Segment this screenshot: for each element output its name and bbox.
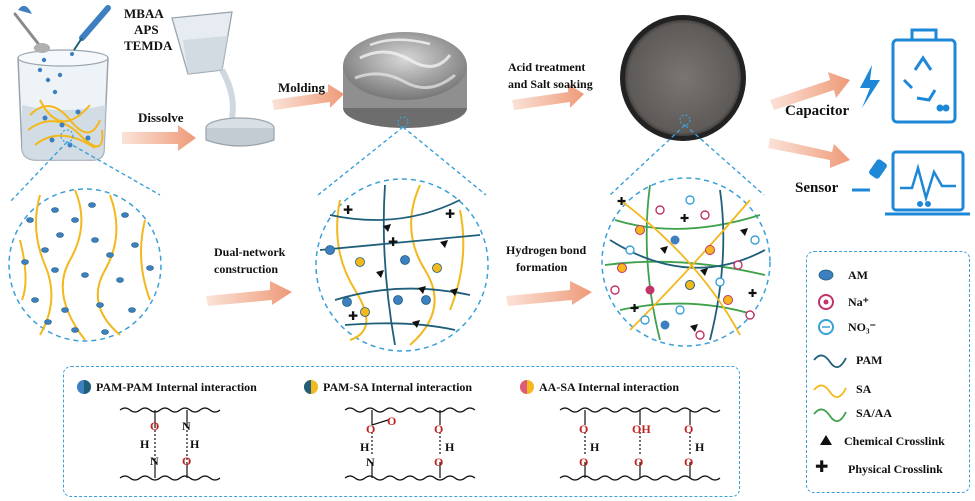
legend-saaa: SA/AA: [856, 406, 893, 420]
step-dissolve: Dissolve: [138, 110, 184, 125]
svg-text:✚: ✚: [388, 235, 398, 249]
petri-dish-liquid: [205, 117, 275, 147]
legend-na: Na⁺: [848, 295, 869, 309]
atom-o: O: [579, 455, 589, 469]
finger-touch-icon: [852, 159, 887, 192]
zoom-lines: [9, 124, 765, 203]
physical-crosslinks-c2: ✚ ✚ ✚ ✚: [343, 203, 455, 323]
heading-aasa: AA-SA Internal interaction: [539, 380, 679, 394]
atom-n: N: [366, 455, 375, 469]
atom-o: O: [366, 422, 376, 436]
atom-o: O: [182, 454, 192, 468]
label-capacitor: Capacitor: [785, 103, 850, 119]
legend-box: [806, 251, 970, 493]
capacitor-battery-icon: [891, 28, 957, 124]
step-acid-line1: Acid treatment: [508, 60, 586, 74]
atom-o: O: [684, 455, 694, 469]
beaker-illustration: [17, 45, 109, 161]
svg-text:✚: ✚: [343, 203, 353, 217]
atom-o: O: [579, 422, 589, 436]
label-sensor: Sensor: [795, 180, 839, 196]
heading-pamsa: PAM-SA Internal interaction: [323, 380, 473, 394]
atom-h: H: [445, 440, 455, 454]
spoon-illustration: [13, 5, 50, 53]
pouring-glass-illustration: [171, 11, 236, 119]
atom-h: H: [695, 440, 705, 454]
atom-o: O: [387, 414, 397, 428]
atom-o: O: [434, 455, 444, 469]
atom-n: N: [150, 454, 159, 468]
legend-pam: PAM: [856, 353, 883, 367]
legend-symbols: [813, 269, 847, 445]
step-dual-line1: Dual-network: [214, 245, 286, 259]
atom-o: O: [634, 455, 644, 469]
dropper-illustration: [70, 5, 111, 56]
step-acid-line2: and Salt soaking: [508, 77, 593, 91]
lightning-icon: [860, 65, 880, 108]
structure-aasa: [559, 407, 721, 481]
step-dual-line2: construction: [214, 262, 278, 276]
legend-am: AM: [848, 268, 868, 282]
svg-text:✚: ✚: [445, 207, 455, 221]
heading-pampam: PAM-PAM Internal interaction: [96, 380, 257, 394]
atom-h: H: [140, 437, 150, 451]
atom-h: H: [360, 440, 370, 454]
svg-text:✚: ✚: [748, 287, 757, 300]
atom-o: O: [434, 422, 444, 436]
sensor-monitor-icon: [885, 150, 970, 216]
svg-text:✚: ✚: [348, 309, 358, 323]
legend-sa: SA: [856, 382, 872, 396]
step-hbond-line2: formation: [516, 260, 568, 274]
atom-h: H: [590, 440, 600, 454]
reagent-temda: TEMDA: [124, 38, 173, 53]
interaction-icons: [77, 380, 534, 394]
step-molding: Molding: [278, 80, 325, 95]
structure-pamsa: [344, 407, 476, 481]
svg-text:✚: ✚: [617, 195, 626, 208]
svg-text:✚: ✚: [630, 302, 639, 315]
network-circle-hbond: ✚ ✚ ✚ ✚: [601, 177, 771, 347]
structure-pampam: [119, 407, 221, 481]
atom-oh: OH: [632, 422, 651, 436]
physical-crosslink-icon: ✚: [815, 457, 829, 476]
gel-disk-illustration: [343, 32, 467, 128]
legend-physical-crosslink: Physical Crosslink: [848, 462, 943, 476]
legend-no3: NO₃⁻: [848, 320, 876, 334]
svg-text:✚: ✚: [680, 212, 689, 225]
reagent-mbaa: MBAA: [124, 6, 164, 21]
network-circle-dual: ✚ ✚ ✚ ✚: [315, 178, 489, 352]
step-hbond-line1: Hydrogen bond: [506, 243, 587, 257]
treated-gel-dish: [620, 15, 746, 141]
legend-chemical-crosslink: Chemical Crosslink: [844, 434, 945, 448]
atom-o: O: [684, 422, 694, 436]
network-circle-monomer: [8, 188, 162, 342]
atom-n: N: [182, 419, 191, 433]
atom-h: H: [190, 437, 200, 451]
interaction-box: [63, 366, 740, 497]
reagent-aps: APS: [134, 22, 159, 37]
atom-o: O: [150, 419, 160, 433]
process-arrows: [122, 72, 850, 306]
